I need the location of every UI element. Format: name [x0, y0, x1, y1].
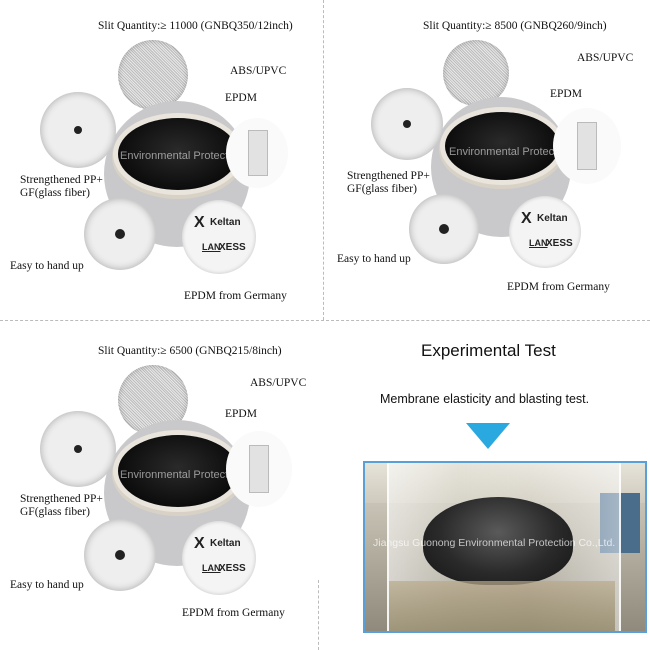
gf-label: GF(glass fiber): [347, 183, 417, 195]
lanxess-logo-text: XESS: [546, 238, 573, 249]
epdm-label: EPDM: [225, 408, 257, 420]
abs-connector-image: [226, 431, 292, 507]
experimental-test-panel: Experimental Test Membrane elasticity an…: [325, 325, 650, 650]
product-panel-9inch: Slit Quantity:≥ 8500 (GNBQ260/9inch) ABS…: [325, 0, 650, 318]
abs-upvc-label: ABS/UPVC: [250, 377, 307, 389]
keltan-lanxess-logo-image: X Keltan LAN XESS: [509, 196, 581, 268]
mesh-membrane-image: [118, 40, 188, 110]
diffuser-top-image: [40, 92, 116, 168]
lanxess-logo-prefix: LAN: [202, 563, 221, 573]
diffuser-bottom-image: [84, 519, 156, 591]
slit-quantity-label: Slit Quantity:≥ 6500 (GNBQ215/8inch): [98, 345, 282, 357]
keltan-logo-text: Keltan: [537, 213, 568, 224]
diffuser-bottom-image: [84, 198, 156, 270]
abs-connector-image: [226, 118, 288, 188]
epdm-label: EPDM: [550, 88, 582, 100]
abs-upvc-label: ABS/UPVC: [230, 65, 287, 77]
water-level: [389, 581, 615, 631]
gf-label: GF(glass fiber): [20, 506, 90, 518]
abs-connector-image: [553, 108, 621, 184]
easy-hand-up-label: Easy to hand up: [337, 253, 411, 265]
abs-upvc-label: ABS/UPVC: [577, 52, 634, 64]
lanxess-logo-prefix: LAN: [529, 238, 548, 248]
easy-hand-up-label: Easy to hand up: [10, 260, 84, 272]
experimental-subtitle: Membrane elasticity and blasting test.: [380, 392, 590, 406]
epdm-membrane-image: [445, 112, 559, 180]
diffuser-top-image: [371, 88, 443, 160]
pp-label: Strengthened PP+: [20, 493, 103, 505]
pp-label: Strengthened PP+: [347, 170, 430, 182]
keltan-lanxess-logo-image: X Keltan LAN XESS: [182, 200, 256, 274]
lanxess-logo-prefix: LAN: [202, 242, 221, 252]
slit-quantity-label: Slit Quantity:≥ 11000 (GNBQ350/12inch): [98, 20, 293, 32]
inflated-membrane: [423, 497, 573, 585]
epdm-membrane-image: [118, 435, 238, 507]
keltan-logo-text: Keltan: [210, 538, 241, 549]
product-panel-8inch: Slit Quantity:≥ 6500 (GNBQ215/8inch) ABS…: [0, 325, 325, 650]
vertical-divider-lower: [318, 580, 319, 650]
epdm-germany-label: EPDM from Germany: [182, 607, 285, 619]
keltan-lanxess-logo-image: X Keltan LAN XESS: [182, 521, 256, 595]
epdm-label: EPDM: [225, 92, 257, 104]
lanxess-logo-text: XESS: [219, 242, 246, 253]
epdm-germany-label: EPDM from Germany: [507, 281, 610, 293]
lanxess-logo-text: XESS: [219, 563, 246, 574]
blasting-test-photo: Jiangsu Guonong Environmental Protection…: [363, 461, 647, 633]
diffuser-top-image: [40, 411, 116, 487]
epdm-membrane-image: [118, 118, 238, 190]
easy-hand-up-label: Easy to hand up: [10, 579, 84, 591]
photo-watermark: Jiangsu Guonong Environmental Protection…: [373, 537, 616, 549]
diffuser-bottom-image: [409, 194, 479, 264]
mesh-membrane-image: [443, 40, 509, 106]
experimental-title: Experimental Test: [421, 341, 556, 360]
gf-label: GF(glass fiber): [20, 187, 90, 199]
product-panel-12inch: Slit Quantity:≥ 11000 (GNBQ350/12inch) A…: [0, 0, 325, 318]
keltan-logo-text: Keltan: [210, 217, 241, 228]
vertical-divider: [323, 0, 324, 320]
pp-label: Strengthened PP+: [20, 174, 103, 186]
horizontal-divider: [0, 320, 650, 321]
slit-quantity-label: Slit Quantity:≥ 8500 (GNBQ260/9inch): [423, 20, 607, 32]
down-arrow-icon: [466, 423, 510, 449]
epdm-germany-label: EPDM from Germany: [184, 290, 287, 302]
